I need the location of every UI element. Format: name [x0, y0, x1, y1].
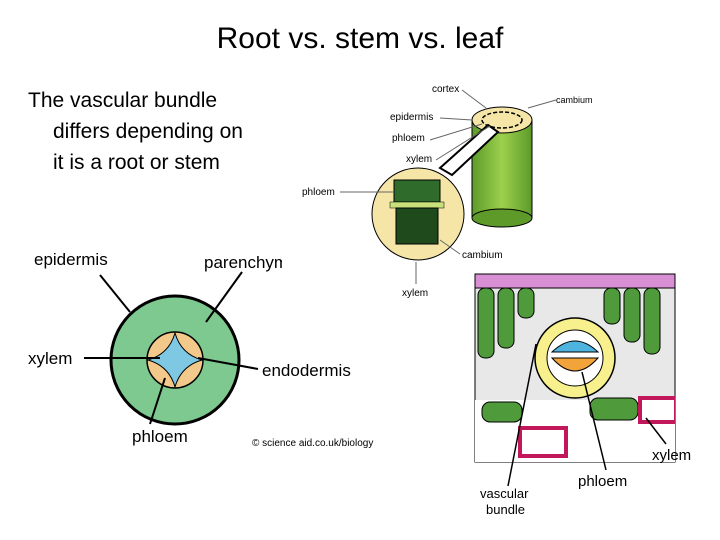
palisade-cell-3	[517, 287, 535, 319]
leaf-label-bundle: bundle	[486, 502, 525, 517]
spongy-cell-2	[589, 397, 639, 421]
palisade-cell-6	[643, 287, 661, 355]
stem-cortex-leader	[461, 89, 487, 109]
palisade-cell-1	[477, 287, 495, 359]
leaf-upper-epidermis	[475, 274, 675, 289]
leaf-vascular-bundle-leader	[507, 343, 537, 487]
lower-epidermis-cell-2	[638, 396, 675, 424]
leaf-phloem-leader	[581, 371, 607, 471]
stem-label-phloem-left: phloem	[302, 187, 335, 198]
root-label-epidermis: epidermis	[34, 250, 108, 269]
root-label-xylem: xylem	[28, 349, 72, 368]
stem-cambium-bottom-leader	[439, 239, 461, 255]
leaf-label-phloem: phloem	[578, 473, 627, 490]
palisade-cell-2	[497, 287, 515, 349]
root-epidermis-leader	[99, 274, 131, 313]
stem-xylem-cells	[395, 207, 439, 245]
root-phloem-leader	[149, 377, 166, 425]
leaf-xylem-leader	[645, 417, 667, 445]
stem-label-xylem-bottom: xylem	[402, 288, 428, 299]
stem-zoom-arrow	[438, 123, 500, 177]
stem-label-phloem-top: phloem	[392, 133, 425, 144]
stem-vascular-ring	[481, 111, 523, 129]
slide-title: Root vs. stem vs. leaf	[216, 22, 504, 55]
root-xylem-star	[146, 331, 204, 389]
body-line-2: differs depending on	[53, 120, 243, 143]
stem-cambium-top-leader	[527, 99, 557, 109]
leaf-phloem-region	[550, 357, 600, 372]
stem-cylinder-bottom	[471, 208, 533, 228]
stem-label-cortex: cortex	[432, 84, 459, 95]
body-text: The vascular bundle differs depending on…	[28, 85, 280, 195]
stem-label-xylem-top: xylem	[406, 154, 432, 165]
root-parenchyma-leader	[205, 271, 243, 323]
leaf-label-vascular: vascular	[480, 486, 529, 501]
stem-label-cambium-top: cambium	[556, 95, 593, 105]
body-line-1: The vascular bundle	[28, 89, 218, 112]
root-label-parenchyma: parenchyma	[204, 253, 298, 272]
root-label-endodermis: endodermis	[262, 361, 351, 380]
palisade-cell-4	[603, 287, 621, 325]
palisade-cell-5	[623, 287, 641, 343]
root-label-phloem: phloem	[132, 427, 188, 446]
spongy-cell-1	[481, 401, 523, 423]
stem-xylem-top-leader	[435, 125, 491, 161]
stem-epidermis-leader	[439, 117, 473, 121]
stem-label-cambium-bottom: cambium	[462, 250, 503, 261]
lower-epidermis-cell-1	[518, 426, 568, 458]
leaf-xylem-region	[550, 340, 600, 353]
root-credit: © science aid.co.uk/biology	[252, 438, 373, 449]
leaf-label-xylem: xylem	[652, 447, 691, 464]
body-line-3: it is a root or stem	[53, 151, 220, 174]
stem-label-epidermis: epidermis	[390, 112, 433, 123]
root-endodermis-leader	[197, 357, 259, 370]
stem-phloem-top-leader	[429, 123, 483, 141]
